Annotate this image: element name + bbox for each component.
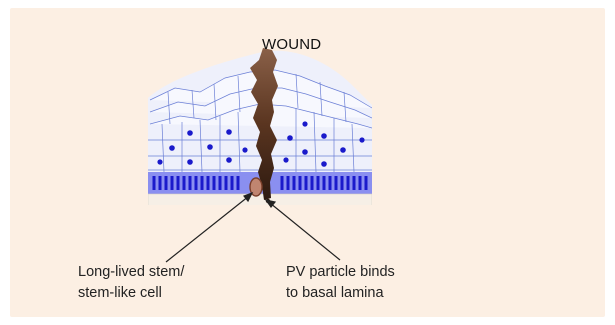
stem-cell-label: Long-lived stem/ stem-like cell <box>78 262 184 304</box>
stem-cell-arrow <box>166 196 249 262</box>
diagram-title: WOUND <box>262 36 321 53</box>
pv-particle-label: PV particle binds to basal lamina <box>286 262 395 304</box>
pv-particle-label-line2: to basal lamina <box>286 283 395 304</box>
dermis <box>148 194 372 210</box>
pv-particle-arrow <box>270 203 340 260</box>
stem-cell-label-line1: Long-lived stem/ <box>78 262 184 283</box>
pv-particle-label-line1: PV particle binds <box>286 262 395 283</box>
stem-cell-label-line2: stem-like cell <box>78 283 184 304</box>
